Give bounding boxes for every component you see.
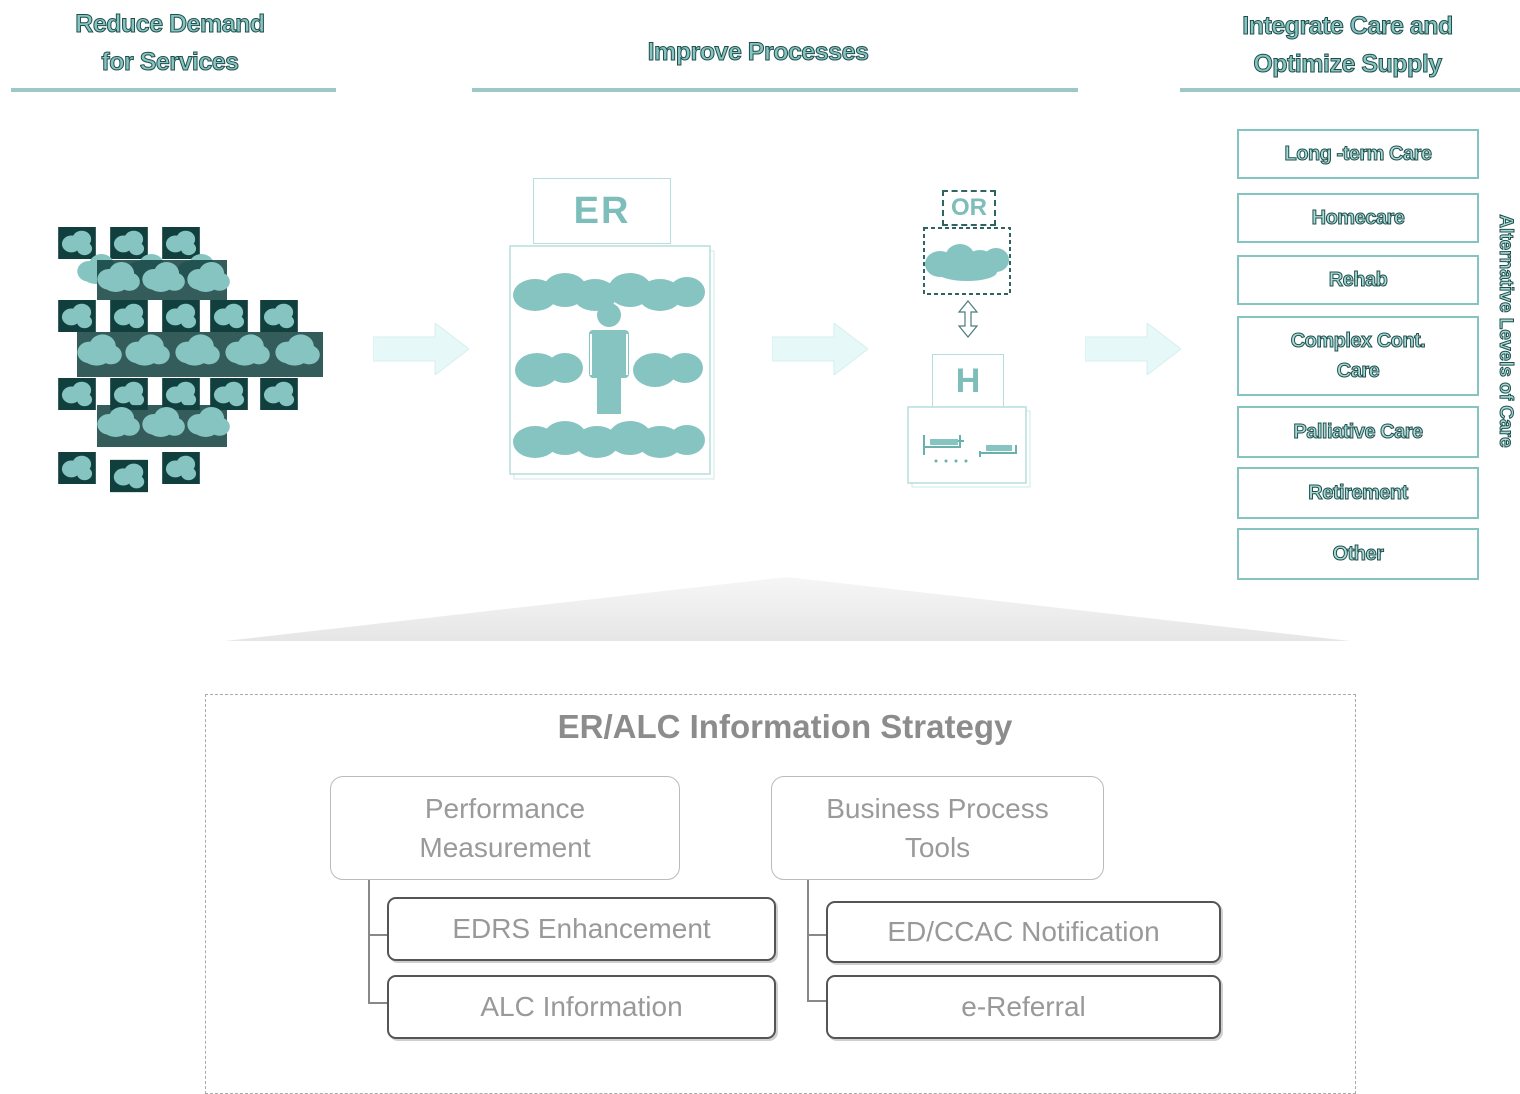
improve-processes-title: Improve Processes bbox=[647, 38, 869, 67]
integrate-care-line1: Integrate Care and bbox=[1242, 12, 1454, 41]
improve-processes-header: Improve Processes bbox=[472, 33, 1044, 71]
alternative-levels-label: Alternative Levels of Care bbox=[1490, 178, 1520, 483]
item-ed-ccac-notification: ED/CCAC Notification bbox=[826, 901, 1221, 963]
loc-item-long-term-care: Long -term Care bbox=[1237, 129, 1479, 179]
integrate-care-line2: Optimize Supply bbox=[1253, 50, 1443, 79]
or-sign: OR bbox=[942, 190, 996, 226]
loc-item-homecare: Homecare bbox=[1237, 193, 1479, 243]
flow-arrow-3 bbox=[1085, 323, 1181, 375]
item-edrs-enhancement: EDRS Enhancement bbox=[387, 897, 776, 961]
integrate-care-rule bbox=[1180, 88, 1520, 92]
reduce-demand-header: Reduce Demand for Services bbox=[10, 5, 330, 81]
integrate-care-header: Integrate Care and Optimize Supply bbox=[1195, 7, 1500, 83]
category-business-process-tools: Business Process Tools bbox=[771, 776, 1104, 880]
or-room-graphic bbox=[923, 227, 1011, 295]
connector-performance-vertical bbox=[368, 880, 370, 1003]
connector-edrs bbox=[368, 934, 388, 936]
hospital-beds-graphic bbox=[907, 406, 1031, 488]
improve-processes-rule bbox=[472, 88, 1078, 92]
reduce-demand-line1: Reduce Demand bbox=[75, 10, 266, 39]
strategy-title: ER/ALC Information Strategy bbox=[557, 708, 1013, 745]
loc-item-palliative-care: Palliative Care bbox=[1237, 406, 1479, 458]
hospital-sign: H bbox=[932, 354, 1004, 408]
flow-arrow-2 bbox=[772, 323, 868, 375]
reduce-demand-rule bbox=[11, 88, 336, 92]
loc-item-other: Other bbox=[1237, 528, 1479, 580]
item-e-referral: e-Referral bbox=[826, 975, 1221, 1039]
reduce-demand-line2: for Services bbox=[101, 48, 240, 77]
crowd-arrow-graphic bbox=[58, 227, 323, 493]
category-performance-measurement: Performance Measurement bbox=[330, 776, 680, 880]
connector-e-referral bbox=[807, 1000, 827, 1002]
alternative-levels-text: Alternative Levels of Care bbox=[1495, 213, 1517, 448]
er-sign: ER bbox=[533, 178, 671, 244]
loc-item-complex-continuing-care: Complex Cont. Care bbox=[1237, 316, 1479, 396]
transfer-double-arrow-icon bbox=[957, 300, 979, 338]
connector-alc bbox=[368, 1002, 388, 1004]
er-waiting-room-graphic bbox=[509, 245, 715, 480]
connector-ed-ccac bbox=[807, 934, 827, 936]
loc-item-retirement: Retirement bbox=[1237, 467, 1479, 519]
zoom-callout-wedge bbox=[225, 577, 1350, 641]
connector-business-vertical bbox=[807, 880, 809, 1001]
loc-item-rehab: Rehab bbox=[1237, 255, 1479, 305]
item-alc-information: ALC Information bbox=[387, 975, 776, 1039]
flow-arrow-1 bbox=[373, 323, 469, 375]
